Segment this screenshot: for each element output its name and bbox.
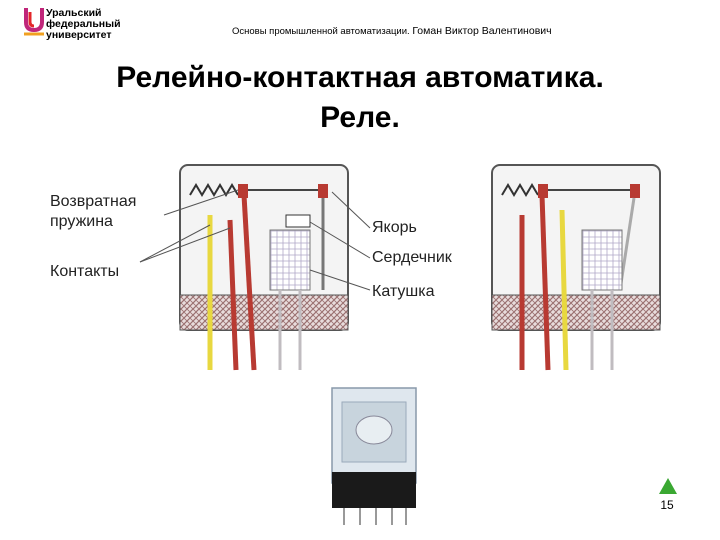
title-line-1: Релейно-контактная автоматика. xyxy=(40,58,680,98)
page-number: 15 xyxy=(656,498,678,512)
relay-diagram: Возвратная пружина Контакты Якорь Сердеч… xyxy=(40,150,680,375)
logo-text: Уральский федеральный университет xyxy=(46,8,121,41)
label-return-spring-1: Возвратная xyxy=(50,193,136,210)
relay-base xyxy=(492,295,660,330)
relay-socket-base xyxy=(332,472,416,508)
relay-unit-right xyxy=(492,165,660,370)
armature-pivot xyxy=(630,184,640,198)
label-armature: Якорь xyxy=(372,219,417,236)
author-name: Гоман Виктор Валентинович xyxy=(412,25,551,37)
relay-coil-visible xyxy=(356,416,392,444)
core-top xyxy=(286,215,310,227)
page-triangle-icon xyxy=(658,477,678,495)
course-name: Основы промышленной автоматизации. xyxy=(232,26,410,37)
slide-header: Основы промышленной автоматизации. Гоман… xyxy=(232,25,552,37)
label-coil: Катушка xyxy=(372,283,435,300)
coil-block xyxy=(270,230,310,290)
label-contacts: Контакты xyxy=(50,263,119,280)
relay-base xyxy=(180,295,348,330)
armature-pivot xyxy=(318,184,328,198)
label-core: Сердечник xyxy=(372,249,453,266)
logo-emblem-icon xyxy=(22,6,46,40)
label-return-spring-2: пружина xyxy=(50,213,113,230)
slide-title: Релейно-контактная автоматика. Реле. xyxy=(40,58,680,138)
relay-photo xyxy=(318,380,430,530)
relay-unit-left xyxy=(180,165,348,370)
title-line-2: Реле. xyxy=(40,98,680,138)
coil-block xyxy=(582,230,622,290)
logo-line-3: университет xyxy=(46,30,121,41)
